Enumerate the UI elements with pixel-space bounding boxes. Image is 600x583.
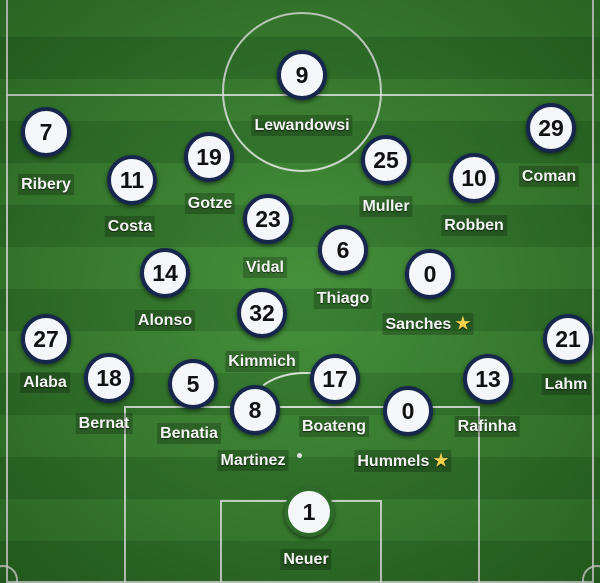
player-name-costa: Costa bbox=[104, 216, 156, 237]
star-icon: ★ bbox=[433, 451, 449, 470]
player-name-bernat: Bernat bbox=[75, 413, 133, 434]
player-number: 0 bbox=[405, 249, 455, 299]
player-name-alonso: Alonso bbox=[134, 310, 196, 331]
player-number: 10 bbox=[449, 153, 499, 203]
player-number: 6 bbox=[318, 225, 368, 275]
player-name-lahm: Lahm bbox=[541, 374, 591, 395]
player-number: 9 bbox=[277, 50, 327, 100]
corner-arc-right bbox=[582, 565, 600, 583]
star-icon: ★ bbox=[455, 314, 471, 333]
player-number: 5 bbox=[168, 359, 218, 409]
player-number: 29 bbox=[526, 103, 576, 153]
player-number: 18 bbox=[84, 353, 134, 403]
penalty-arc bbox=[250, 372, 360, 442]
pitch-outline bbox=[6, 0, 594, 583]
player-number: 8 bbox=[230, 385, 280, 435]
player-name-ribery: Ribery bbox=[18, 174, 74, 195]
player-number: 23 bbox=[243, 194, 293, 244]
player-name-gotze: Gotze bbox=[184, 193, 236, 214]
player-number: 0 bbox=[383, 386, 433, 436]
player-name-hummels: Hummels★ bbox=[354, 450, 452, 472]
player-name-alaba: Alaba bbox=[20, 372, 70, 393]
player-number: 17 bbox=[310, 354, 360, 404]
player-number: 11 bbox=[107, 155, 157, 205]
penalty-spot bbox=[297, 453, 302, 458]
player-name-boateng: Boateng bbox=[299, 416, 369, 437]
player-name-sanches: Sanches★ bbox=[382, 313, 474, 335]
player-name-neuer: Neuer bbox=[280, 549, 332, 570]
player-number: 14 bbox=[140, 248, 190, 298]
player-number: 32 bbox=[237, 288, 287, 338]
player-name-martinez: Martinez bbox=[217, 450, 289, 471]
player-name-rafinha: Rafinha bbox=[454, 416, 520, 437]
player-name-lewandowski: Lewandowsi bbox=[251, 115, 353, 136]
player-name-robben: Robben bbox=[441, 215, 507, 236]
player-name-benatia: Benatia bbox=[157, 423, 221, 444]
player-number: 13 bbox=[463, 354, 513, 404]
player-number: 1 bbox=[284, 487, 334, 537]
player-name-kimmich: Kimmich bbox=[225, 351, 299, 372]
player-name-thiago: Thiago bbox=[313, 288, 373, 309]
center-circle bbox=[222, 12, 382, 172]
corner-arc-left bbox=[0, 565, 18, 583]
player-number: 25 bbox=[361, 135, 411, 185]
player-number: 7 bbox=[21, 107, 71, 157]
player-number: 27 bbox=[21, 314, 71, 364]
player-name-coman: Coman bbox=[518, 166, 580, 187]
player-name-muller: Muller bbox=[359, 196, 413, 217]
player-number: 19 bbox=[184, 132, 234, 182]
player-number: 21 bbox=[543, 314, 593, 364]
player-name-vidal: Vidal bbox=[243, 257, 287, 278]
